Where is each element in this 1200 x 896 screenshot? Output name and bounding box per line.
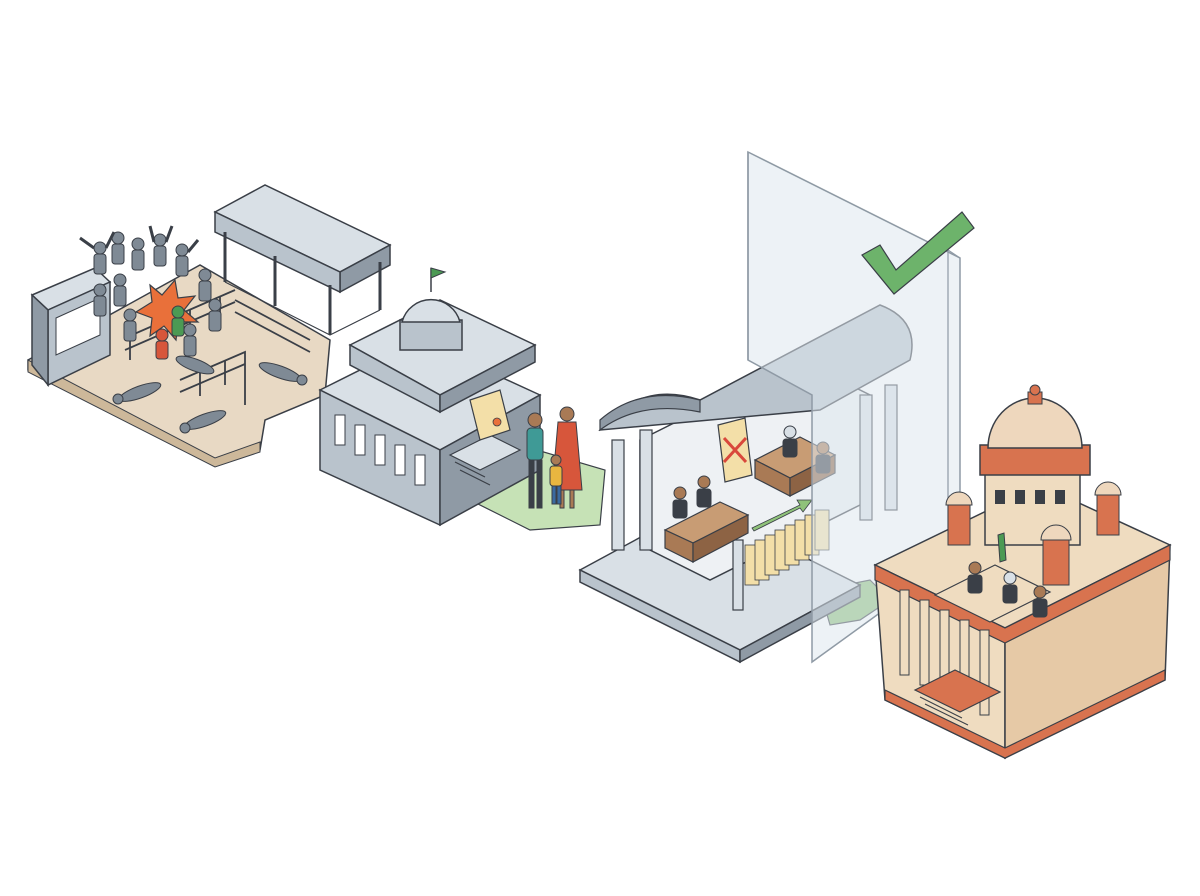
- turrets: [945, 481, 1122, 586]
- guard-booth: [30, 267, 112, 388]
- supreme-court: [873, 384, 1172, 760]
- victim-family: [526, 406, 583, 509]
- stampede-site: [27, 184, 392, 468]
- pavilion: [213, 184, 392, 336]
- flag-icon: [430, 267, 447, 279]
- decree-scroll-icon: [469, 389, 511, 441]
- supreme-court-dome-icon: [987, 384, 1083, 449]
- dome-icon: [399, 267, 463, 351]
- government-building: [318, 267, 542, 527]
- justices: [967, 561, 1048, 618]
- stampede-ground-edge: [27, 359, 261, 468]
- rejected-petition-icon: [717, 417, 753, 483]
- crowd: [79, 225, 222, 360]
- approval-check-icon: [861, 211, 975, 295]
- progress-arrow-icon: [751, 499, 813, 532]
- supreme-court-flag-icon: [997, 532, 1007, 563]
- fallen-victims: [112, 355, 308, 434]
